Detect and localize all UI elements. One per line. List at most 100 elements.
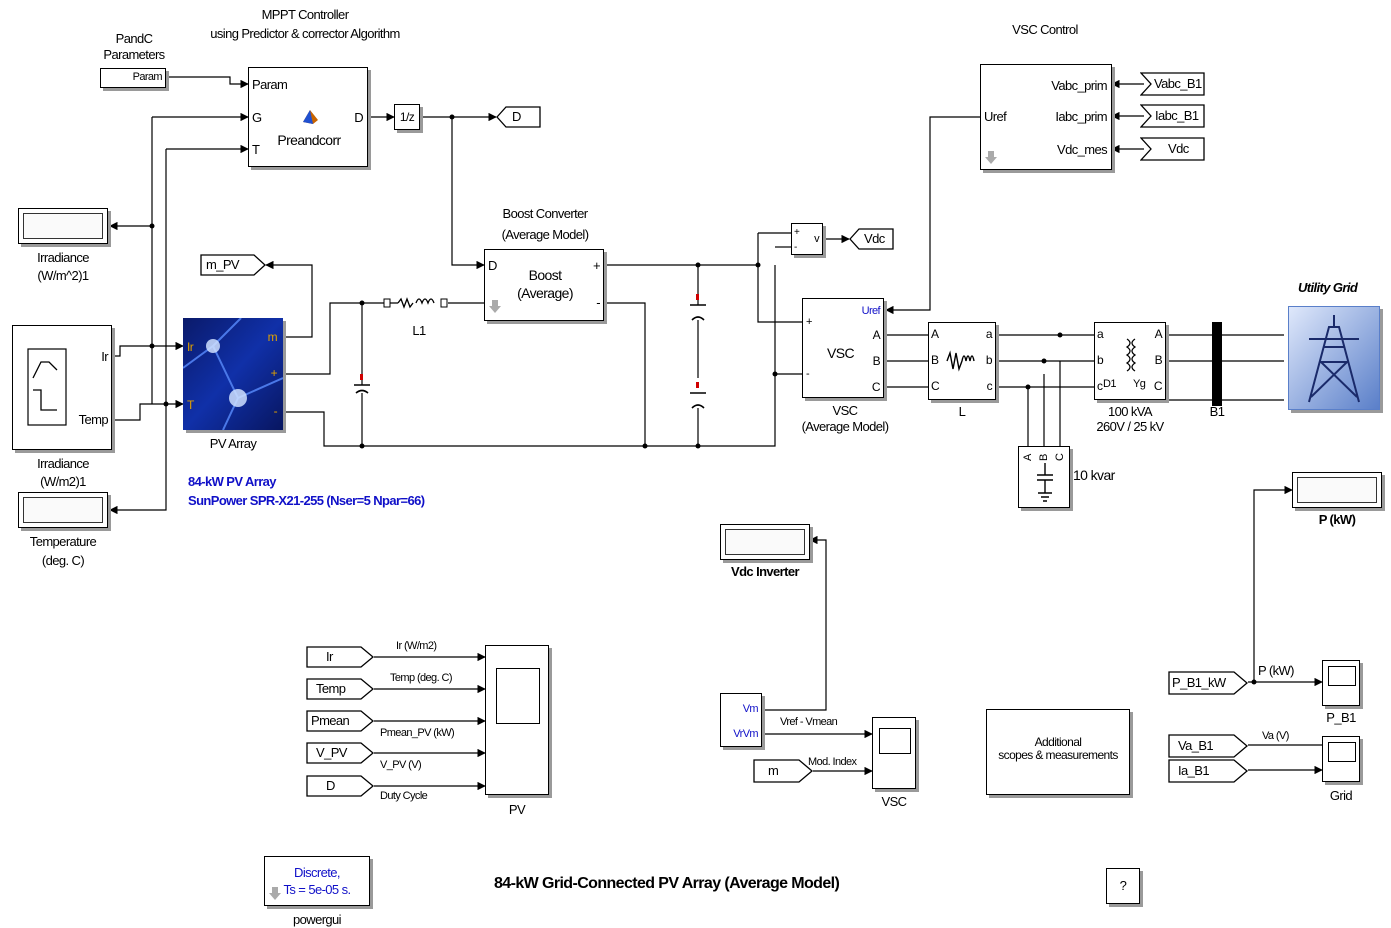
utility-grid-block[interactable] bbox=[1288, 306, 1380, 410]
xfmr-winding-2: Yg bbox=[1133, 378, 1146, 390]
port-t: T bbox=[252, 142, 260, 157]
vsc-average-block[interactable]: Uref + - A B C VSC bbox=[802, 298, 884, 398]
inductor-coil-icon bbox=[946, 350, 975, 372]
vsc-scope[interactable] bbox=[872, 717, 916, 789]
vsc-port-minus: - bbox=[806, 368, 810, 380]
pv-array-block[interactable]: Ir T m + - bbox=[183, 318, 283, 430]
from-vdc-tag[interactable] bbox=[1140, 137, 1206, 161]
boost-converter-block[interactable]: D + - Boost (Average) bbox=[484, 249, 604, 321]
pandc-label-2: Parameters bbox=[103, 47, 165, 62]
vsc-port-uref: Uref bbox=[861, 305, 881, 317]
from-v-pv-label: V_PV bbox=[316, 745, 347, 760]
from-iabc-tag[interactable] bbox=[1140, 104, 1206, 128]
cap-polarity-mark bbox=[696, 382, 699, 388]
pandc-constant[interactable]: Param bbox=[100, 68, 166, 88]
capacitor-bank-block[interactable]: A B C bbox=[1018, 446, 1070, 508]
from-p-b1-kw-tag[interactable] bbox=[1168, 671, 1248, 695]
vsc-control-block[interactable]: Uref Vabc_prim Iabc_prim Vdc_mes bbox=[980, 64, 1112, 170]
voltage-measurement-block[interactable]: + - v bbox=[791, 223, 823, 255]
three-phase-inductor-block[interactable]: A B C a b c bbox=[928, 322, 996, 400]
from-m-tag[interactable] bbox=[753, 759, 813, 783]
vsc-scope-signal-2: Mod. Index bbox=[808, 756, 857, 768]
transformer-block[interactable]: a b c A B C D1 Yg bbox=[1094, 322, 1166, 400]
l-port-a-in: A bbox=[931, 327, 939, 341]
from-ia-b1-tag[interactable] bbox=[1168, 759, 1248, 783]
boost-title-2: (Average Model) bbox=[501, 227, 589, 242]
bus-b1[interactable] bbox=[1212, 322, 1222, 406]
wire-d-boost bbox=[451, 117, 485, 270]
grid-scope-label: Grid bbox=[1329, 788, 1353, 803]
mppt-name: Preandcorr bbox=[277, 132, 341, 148]
vm-subsystem-block[interactable]: Vm VrVm bbox=[720, 693, 762, 747]
additional-measurements-block[interactable]: Additional scopes & measurements bbox=[986, 709, 1130, 795]
from-pmean-tag[interactable] bbox=[306, 710, 374, 732]
signal-builder-block[interactable]: Ir Temp bbox=[12, 325, 112, 450]
port-d: D bbox=[354, 110, 363, 125]
from-ir-label: Ir bbox=[326, 649, 333, 664]
powergui-block[interactable]: Discrete, Ts = 5e-05 s. bbox=[264, 856, 370, 906]
boost-port-plus: + bbox=[593, 258, 601, 273]
from-va-b1-tag[interactable] bbox=[1168, 734, 1248, 758]
capbank-port-b: B bbox=[1038, 454, 1050, 461]
junction-dot bbox=[1041, 358, 1047, 364]
from-temp-tag[interactable] bbox=[306, 678, 374, 700]
inductor-l1[interactable] bbox=[383, 297, 448, 309]
junction-dot bbox=[695, 262, 701, 268]
grid-scope[interactable] bbox=[1322, 736, 1360, 782]
capbank-label: 10 kvar bbox=[1073, 467, 1115, 483]
signal-builder-label-1: Irradiance bbox=[37, 456, 89, 471]
goto-m-pv-tag[interactable] bbox=[200, 254, 266, 276]
irradiance-display[interactable] bbox=[18, 208, 108, 244]
vsc-control-title: VSC Control bbox=[1012, 22, 1078, 37]
additional-line-1: Additional bbox=[1034, 735, 1082, 749]
help-button[interactable]: ? bbox=[1106, 868, 1140, 904]
irradiance-display-label-2: (W/m^2)1 bbox=[37, 268, 89, 283]
mppt-title: MPPT Controller bbox=[261, 7, 349, 22]
powergui-label: powergui bbox=[293, 912, 342, 927]
wire-xfmr-grid bbox=[1166, 334, 1284, 401]
help-label: ? bbox=[1119, 878, 1127, 893]
sb-port-temp: Temp bbox=[78, 412, 109, 427]
from-va-b1-label: Va_B1 bbox=[1178, 738, 1214, 753]
temperature-display-label-2: (deg. C) bbox=[41, 553, 85, 568]
wire-vsc-l bbox=[884, 334, 928, 388]
wire-sb-temp bbox=[112, 399, 184, 421]
pv-signal-2: Temp (deg. C) bbox=[390, 672, 452, 684]
pv-scope[interactable] bbox=[485, 645, 549, 795]
goto-vdc-tag[interactable] bbox=[849, 228, 895, 250]
vdc-inverter-display[interactable] bbox=[720, 524, 810, 560]
unit-delay-block[interactable]: 1/z bbox=[394, 104, 420, 130]
junction-dot bbox=[642, 443, 648, 449]
capacitor-icon bbox=[690, 392, 706, 409]
p-kw-display[interactable] bbox=[1292, 472, 1382, 508]
p-kw-display-label: P (kW) bbox=[1318, 512, 1356, 527]
from-m-label: m bbox=[768, 763, 779, 778]
from-v-pv-tag[interactable] bbox=[306, 742, 374, 764]
irradiance-display-label-1: Irradiance bbox=[37, 250, 89, 265]
temperature-display[interactable] bbox=[18, 492, 108, 528]
wire-m-pv bbox=[265, 260, 313, 338]
boost-port-minus: - bbox=[596, 295, 600, 310]
port-param: Param bbox=[252, 77, 288, 92]
from-d-tag[interactable] bbox=[306, 775, 374, 797]
goto-d-tag[interactable] bbox=[496, 106, 542, 128]
capacitor-icon bbox=[690, 304, 706, 321]
l-port-c-in: C bbox=[931, 379, 940, 393]
scope-screen-icon bbox=[1328, 666, 1356, 686]
goto-d-label: D bbox=[512, 109, 521, 124]
wire-vdc-inverter bbox=[762, 535, 827, 711]
mppt-controller-block[interactable]: Param G T D Preandcorr bbox=[248, 67, 368, 167]
boost-port-d: D bbox=[488, 258, 497, 273]
junction-dot bbox=[163, 401, 169, 407]
from-ir-tag[interactable] bbox=[306, 646, 374, 668]
junction-dot bbox=[755, 262, 761, 268]
from-vabc-label: Vabc_B1 bbox=[1154, 76, 1202, 91]
from-vabc-tag[interactable] bbox=[1140, 72, 1206, 96]
xfmr-port-a-in: a bbox=[1097, 327, 1104, 341]
wire-grid-scope bbox=[1248, 744, 1322, 770]
p-b1-scope[interactable] bbox=[1322, 660, 1360, 706]
capacitor-icon bbox=[354, 384, 370, 394]
pv-array-label: PV Array bbox=[209, 436, 257, 451]
port-g: G bbox=[252, 110, 262, 125]
from-temp-label: Temp bbox=[316, 681, 346, 696]
